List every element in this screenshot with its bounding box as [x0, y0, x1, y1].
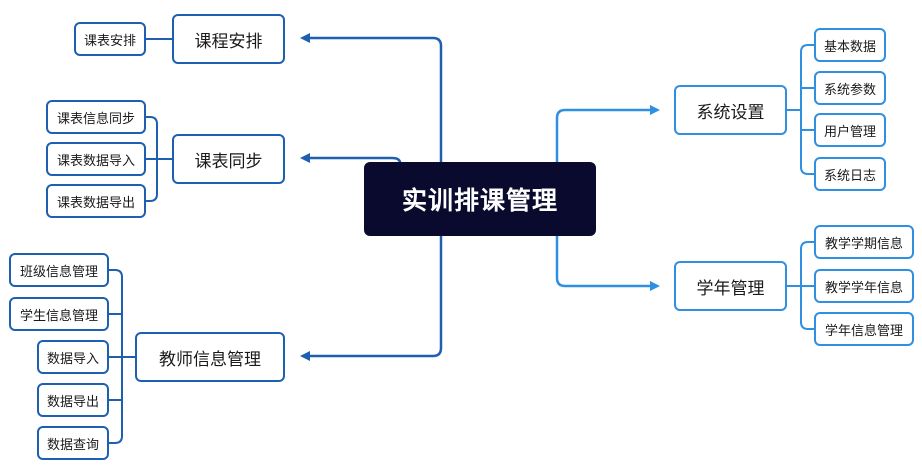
- branch-teacher-info[interactable]: 教师信息管理: [135, 332, 285, 382]
- leaf-bracket: [800, 44, 815, 175]
- leaf-timetable-import[interactable]: 课表数据导入: [46, 142, 146, 176]
- leaf-label: 学年信息管理: [824, 323, 903, 339]
- leaf-system-log[interactable]: 系统日志: [814, 157, 886, 191]
- leaf-basic-data[interactable]: 基本数据: [814, 28, 886, 62]
- leaf-label: 课表数据导出: [56, 195, 135, 211]
- branch-label: 系统设置: [696, 102, 765, 123]
- trunk-line: [308, 36, 443, 164]
- leaf-label: 用户管理: [823, 124, 876, 140]
- leaf-user-management[interactable]: 用户管理: [814, 113, 886, 147]
- leaf-label: 系统日志: [823, 168, 876, 184]
- leaf-timetable-export[interactable]: 课表数据导出: [46, 184, 146, 218]
- leaf-data-import[interactable]: 数据导入: [37, 340, 109, 374]
- leaf-label: 教学学年信息: [824, 280, 903, 296]
- leaf-semester-info[interactable]: 教学学期信息: [814, 225, 914, 259]
- branch-academic-year[interactable]: 学年管理: [674, 261, 787, 311]
- arrowhead: [650, 105, 660, 115]
- leaf-timetable-arrangement[interactable]: 课表安排: [74, 22, 146, 56]
- branch-timetable-sync[interactable]: 课表同步: [172, 134, 285, 184]
- leaf-system-params[interactable]: 系统参数: [814, 71, 886, 105]
- trunk-line: [555, 234, 652, 288]
- leaf-school-year-info[interactable]: 教学学年信息: [814, 269, 914, 303]
- leaf-year-info-management[interactable]: 学年信息管理: [814, 312, 914, 346]
- leaf-label: 数据导入: [46, 351, 99, 367]
- branch-system-settings[interactable]: 系统设置: [674, 85, 787, 135]
- leaf-label: 教学学期信息: [824, 236, 903, 252]
- branch-label: 课程安排: [194, 31, 263, 52]
- arrowhead: [650, 281, 660, 291]
- root-node[interactable]: 实训排课管理: [364, 162, 596, 236]
- leaf-data-query[interactable]: 数据查询: [37, 426, 109, 460]
- branch-label: 教师信息管理: [159, 349, 261, 370]
- branch-course-arrangement[interactable]: 课程安排: [172, 14, 285, 64]
- leaf-label: 数据导出: [46, 394, 99, 410]
- branch-label: 学年管理: [696, 278, 765, 299]
- leaf-label: 数据查询: [46, 437, 99, 453]
- root-label: 实训排课管理: [401, 186, 558, 215]
- leaf-label: 学生信息管理: [19, 308, 98, 324]
- branch-label: 课表同步: [194, 151, 263, 172]
- arrowhead: [300, 351, 310, 361]
- leaf-label: 课表信息同步: [56, 111, 135, 127]
- leaf-timetable-info-sync[interactable]: 课表信息同步: [46, 100, 146, 134]
- leaf-label: 系统参数: [823, 82, 876, 98]
- trunk-line: [555, 108, 652, 164]
- leaf-data-export[interactable]: 数据导出: [37, 383, 109, 417]
- arrowhead: [300, 33, 310, 43]
- leaf-label: 课表数据导入: [56, 153, 135, 169]
- trunk-line: [308, 234, 443, 358]
- arrowhead: [300, 153, 310, 163]
- leaf-class-info[interactable]: 班级信息管理: [9, 253, 109, 287]
- leaf-label: 班级信息管理: [19, 264, 98, 280]
- leaf-label: 基本数据: [823, 39, 876, 55]
- leaf-student-info[interactable]: 学生信息管理: [9, 297, 109, 331]
- leaf-label: 课表安排: [83, 33, 136, 49]
